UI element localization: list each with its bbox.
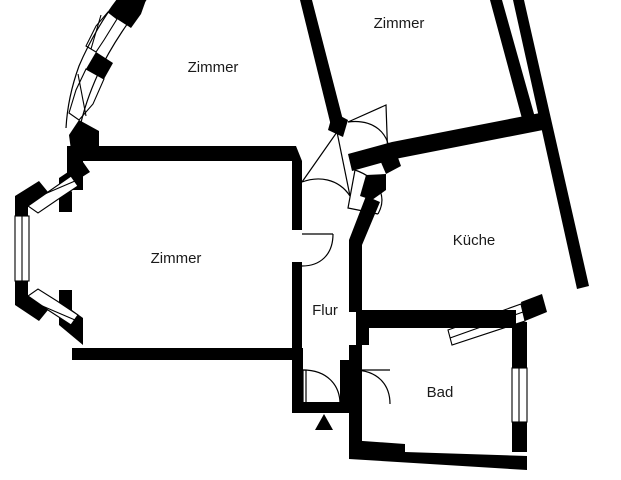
wall-hub-stub-upper	[328, 112, 348, 137]
doors-group	[301, 104, 391, 430]
door-entrance-leaf	[302, 369, 307, 405]
walls-group	[14, 0, 589, 470]
room-label-zimmer-top-right: Zimmer	[374, 15, 425, 32]
room-label-bad: Bad	[427, 384, 454, 401]
wall-left-bay-upper-corner	[59, 162, 90, 212]
room-label-flur: Flur	[312, 302, 338, 319]
window-left-bay-top-mullion	[32, 180, 76, 200]
door-flur-to-bad	[352, 369, 391, 405]
wall-flur-bottom	[292, 402, 349, 413]
wall-left-bay-lower-block	[15, 281, 48, 321]
bay-inner-curve	[65, 0, 118, 129]
wall-kueche-left	[349, 196, 380, 312]
wall-kueche-lower-right	[521, 294, 547, 321]
wall-kueche-left-top	[360, 174, 386, 200]
door-hub-left-arc	[301, 178, 351, 197]
wall-diagonal-top-center	[300, 0, 344, 130]
door-hub-left	[301, 130, 351, 197]
wall-outer-right-diagonal	[513, 0, 589, 289]
door-hub-upper	[347, 104, 390, 163]
wall-diagonal-top-right	[490, 0, 536, 126]
room-label-kueche: Küche	[453, 232, 496, 249]
wall-flur-left-lower	[292, 262, 302, 360]
wall-left-zimmer-bottom	[72, 348, 292, 360]
wall-bad-top	[356, 310, 516, 345]
bay-outer-curve	[78, 0, 147, 133]
wall-arc-seg-top	[108, 0, 146, 28]
entrance-arrow-icon	[315, 414, 333, 430]
door-hub-lower-arc	[354, 169, 383, 215]
wall-flur-left-upper	[292, 161, 302, 230]
door-entrance-arc	[302, 369, 341, 405]
wall-bad-right-lower	[512, 422, 527, 452]
wall-horizontal-upper	[67, 146, 302, 190]
wall-bad-bottom	[349, 440, 527, 470]
door-entrance	[302, 369, 341, 430]
door-zimmer-left-arc	[301, 233, 334, 267]
wall-hub-stub-right	[380, 152, 401, 174]
door-hub-lower	[347, 169, 383, 215]
wall-flur-bottom-left	[292, 348, 303, 410]
wall-flur-right-lower	[340, 360, 353, 413]
room-labels-group: Zimmer Zimmer Zimmer Küche Flur Bad	[151, 15, 496, 401]
room-label-zimmer-top-left: Zimmer	[188, 59, 239, 76]
left-bay-windows	[14, 175, 79, 326]
door-hub-left-leaf	[301, 130, 351, 197]
door-zimmer-left-to-flur	[301, 233, 334, 267]
wall-left-bay-upper-block	[15, 181, 48, 216]
window-arc-1	[85, 11, 118, 53]
room-label-zimmer-left: Zimmer	[151, 250, 202, 267]
door-hub-upper-arc	[347, 120, 390, 163]
wall-kueche-top	[348, 113, 543, 171]
door-hub-upper-leaf	[347, 104, 389, 163]
bad-window	[511, 367, 528, 423]
wall-bad-right-upper	[512, 328, 527, 368]
window-left-bay-bottom-mullion	[32, 301, 76, 321]
window-arc-2	[68, 68, 105, 121]
door-hub-lower-leaf	[347, 169, 379, 215]
bay-window-top-arc-glass	[68, 11, 118, 121]
